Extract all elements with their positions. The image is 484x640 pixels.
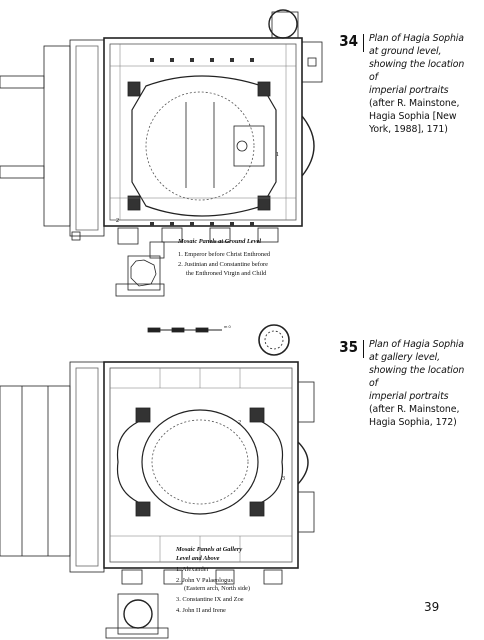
legend-title: Level and Above [176,554,220,562]
page-number: 39 [424,600,440,614]
plan-label: 2 [238,420,241,426]
figure-rule [363,340,364,358]
figure-caption: Plan of Hagia Sophia at ground level, sh… [369,32,469,136]
legend-item: 3. Constantine IX and Zoe [176,595,244,603]
figure-number: 34 [339,32,358,50]
caption-line: (after R. Mainstone, [369,98,460,109]
legend-ground-level: Mosaic Panels at Ground Level 1. Emperor… [178,238,270,278]
caption-line: Hagia Sophia, 172) [369,417,457,428]
scale-bar-label: m 0 [224,324,231,329]
legend-title: Mosaic Panels at Ground Level [178,238,262,245]
caption-line: showing the location of [369,59,465,83]
caption-line: (after R. Mainstone, [369,404,460,415]
legend-title: Mosaic Panels at Gallery [176,546,243,553]
caption-line: Plan of Hagia Sophia [369,33,464,44]
legend-item: (Eastern arch, North side) [184,585,251,593]
legend-item: the Enthroned Virgin and Child [186,269,267,277]
caption-line: Plan of Hagia Sophia [369,339,464,350]
legend-item: 2. Justinian and Constantine before [178,261,268,269]
caption-line: York, 1988], 171) [369,124,448,135]
legend-item: 4. John II and Irene [176,606,226,614]
caption-line: at gallery level, [369,352,441,363]
ground-level-plan: 1 2 [0,9,323,297]
legend-gallery-level: Mosaic Panels at Gallery Level and Above… [176,546,250,615]
caption-line: Hagia Sophia [New [369,111,457,122]
gallery-level-plan: 2 3 [0,324,315,639]
figure-caption: Plan of Hagia Sophia at gallery level, s… [369,338,469,429]
figure-number: 35 [339,338,358,356]
caption-line: imperial portraits [369,85,449,96]
caption-line: at ground level, [369,46,442,57]
figure-rule [363,34,364,52]
caption-line: showing the location of [369,365,465,389]
legend-item: 1. Alexander [176,566,209,574]
plan-label: 3 [282,476,285,482]
plan-label: 1 [276,152,279,158]
legend-item: 2. John V Palaeologus [176,576,233,584]
caption-line: imperial portraits [369,391,449,402]
legend-item: 1. Emperor before Christ Enthroned [178,250,271,258]
plan-label: 2 [116,218,119,224]
